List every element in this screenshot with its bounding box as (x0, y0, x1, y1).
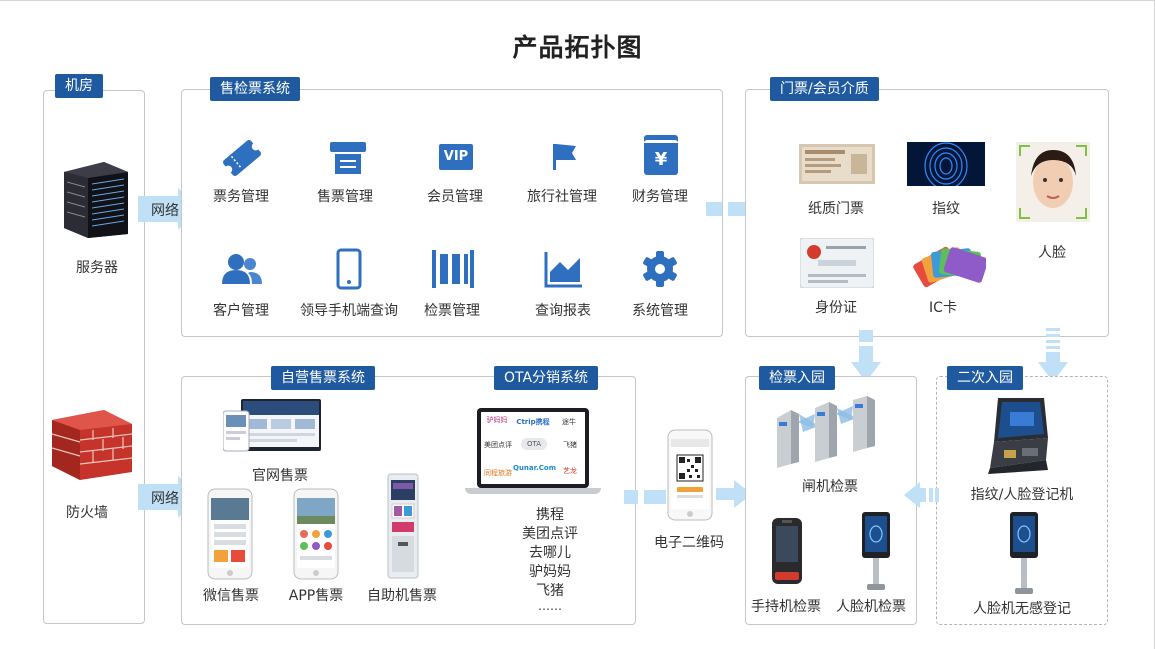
app-phone-image (293, 488, 339, 580)
arrow-down-reentry (1038, 328, 1068, 382)
barcode-icon (432, 250, 474, 288)
entry-item: 闸机检票 (802, 479, 858, 495)
ticket-system-item: 领导手机端查询 (300, 303, 398, 319)
media-tag: 门票/会员介质 (770, 77, 879, 101)
ticket-system-box (181, 89, 723, 337)
fingerprint-register-image (988, 398, 1048, 474)
qr-label: 电子二维码 (654, 535, 724, 551)
arrow-down-entry (851, 330, 881, 382)
flag-icon (553, 144, 576, 170)
turnstile-image (777, 396, 875, 468)
mobile-icon (336, 248, 362, 290)
ticket-system-item: 查询报表 (535, 303, 591, 319)
self-sale-item: 微信售票 (203, 588, 259, 604)
ota-logo: Qunar.Com (513, 464, 556, 472)
ota-channel: 美团点评 (522, 526, 578, 542)
ota-logo: 美团点评 (484, 441, 512, 449)
ota-logo: 艺龙 (563, 467, 577, 475)
arrow-to-entry (716, 480, 752, 508)
media-item: IC卡 (929, 300, 957, 316)
ota-logo: 驴妈妈 (486, 416, 508, 424)
ota-channel: 飞猪 (536, 583, 564, 599)
self-sale-item: 官网售票 (252, 468, 308, 484)
ota-logo: 飞猪 (563, 441, 577, 449)
arrow-to-qr (624, 490, 666, 504)
ota-logo: Ctrip携程 (516, 418, 550, 426)
network-label-bottom: 网络 (151, 491, 179, 507)
entry-tag: 检票入园 (759, 366, 835, 390)
self-sale-tag: 自营售票系统 (271, 366, 375, 390)
ota-channel: 携程 (536, 507, 564, 523)
id-card-image (800, 238, 874, 288)
chart-report-icon (544, 252, 582, 288)
top-edge (0, 0, 1155, 1)
page-title: 产品拓扑图 (512, 33, 643, 62)
ticket-icon (223, 139, 261, 177)
ic-cards-image (913, 246, 986, 288)
media-item: 指纹 (932, 201, 960, 217)
media-item: 纸质门票 (808, 201, 864, 217)
kiosk-image (387, 473, 419, 579)
customers-icon (222, 254, 262, 284)
media-item: 身份证 (815, 300, 857, 316)
ota-laptop-image: 驴妈妈 Ctrip携程 途牛 美团点评 OTA 飞猪 Qunar.Com 同程旅… (465, 408, 601, 496)
ticket-system-item: 会员管理 (427, 189, 483, 205)
ticket-system-item: 系统管理 (632, 303, 688, 319)
ota-tag: OTA分销系统 (494, 366, 599, 390)
face-terminal-image (862, 512, 890, 590)
network-label-top: 网络 (151, 203, 179, 219)
entry-item: 手持机检票 (751, 599, 821, 615)
self-sale-item: APP售票 (288, 588, 344, 604)
printer-icon (330, 142, 366, 174)
arrow-reentry-to-entry (904, 482, 939, 508)
reentry-item: 人脸机无感登记 (973, 601, 1071, 617)
server-icon (64, 162, 128, 238)
self-sale-item: 自助机售票 (367, 588, 437, 604)
firewall-icon (51, 410, 133, 480)
ticket-system-item: 旅行社管理 (527, 189, 597, 205)
wechat-phone-image (207, 488, 253, 580)
machine-room-tag: 机房 (55, 74, 103, 98)
reentry-tag: 二次入园 (947, 366, 1023, 390)
ota-channel: 驴妈妈 (529, 564, 571, 580)
yen-icon: ¥ (644, 140, 678, 175)
ticket-system-item: 财务管理 (632, 189, 688, 205)
ticket-system-item: 检票管理 (424, 303, 480, 319)
face-image (1016, 142, 1090, 222)
reentry-item: 指纹/人脸登记机 (970, 487, 1074, 503)
ticket-system-item: 售票管理 (317, 189, 373, 205)
server-label: 服务器 (76, 260, 118, 276)
ticket-system-item: 客户管理 (213, 303, 269, 319)
fingerprint-image (907, 142, 985, 186)
media-item: 人脸 (1038, 245, 1066, 261)
ota-logo: 同程旅游 (484, 469, 512, 477)
ota-channel: …… (538, 599, 562, 613)
firewall-label: 防火墙 (66, 505, 108, 521)
paper-ticket-image (799, 144, 875, 184)
ota-channel: 去哪儿 (529, 545, 571, 561)
gear-icon (643, 251, 677, 287)
entry-item: 人脸机检票 (836, 599, 906, 615)
face-register-terminal-image (1010, 512, 1038, 594)
handheld-image (772, 518, 802, 584)
ota-logo: 途牛 (562, 418, 576, 426)
ticket-system-item: 票务管理 (213, 189, 269, 205)
website-screenshot-image (223, 399, 321, 452)
qr-phone-image (667, 429, 713, 521)
ota-logo: OTA (521, 438, 547, 450)
vip-icon: VIP (439, 144, 473, 170)
ticket-system-tag: 售检票系统 (210, 77, 300, 101)
